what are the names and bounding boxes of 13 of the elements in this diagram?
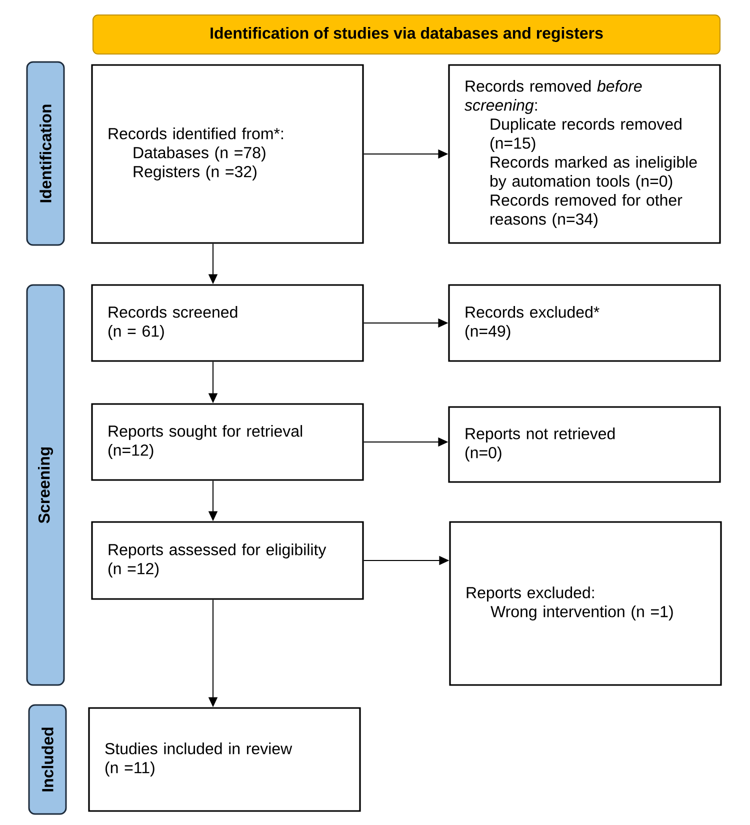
process-box: Reports assessed for eligibility (n =12)	[91, 521, 364, 600]
phase-label: Included	[28, 704, 67, 815]
process-box: Reports excluded: Wrong intervention (n =1)	[449, 521, 722, 686]
process-box: Studies included in review (n =11)	[88, 707, 361, 812]
process-box: Reports not retrieved (n=0)	[448, 406, 721, 483]
process-box: Records identified from*: Databases (n =78) Registers (n =32)	[91, 64, 364, 244]
phase-label: Identification	[26, 61, 65, 246]
process-box: Records excluded* (n=49)	[448, 284, 721, 362]
process-box: Records screened (n = 61)	[91, 284, 364, 362]
process-box: Reports sought for retrieval (n=12)	[91, 403, 364, 481]
phase-label: Screening	[26, 284, 65, 686]
process-box: Records removed before screening: Duplicate records removed (n=15) Records marked as ineligible by automation tools (n=0) Records removed for other reasons (n=34)	[448, 64, 721, 244]
section-banner: Identification of studies via databases and registers	[92, 14, 720, 54]
